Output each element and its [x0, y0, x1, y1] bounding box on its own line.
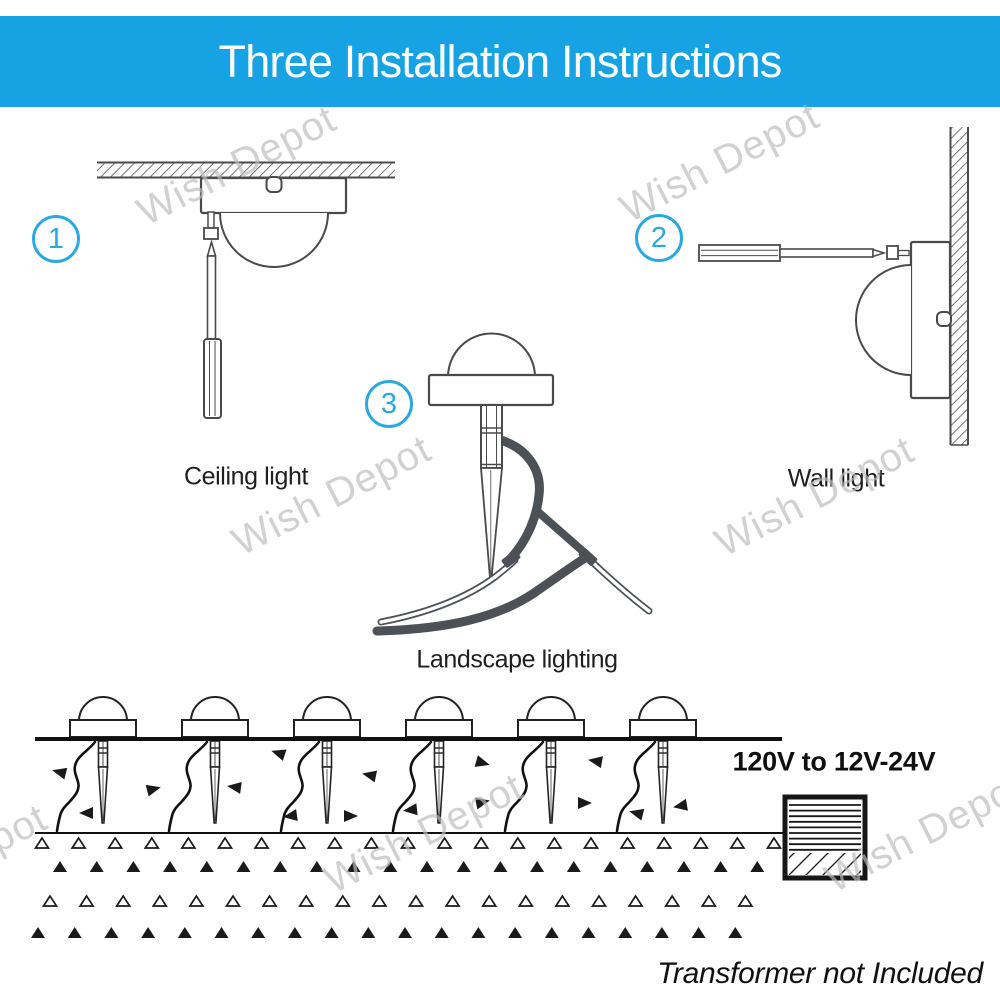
- screw: [207, 211, 215, 229]
- wall-light-label: Wall light: [787, 464, 885, 493]
- soil-arrows: [52, 749, 688, 822]
- ceiling-light-label: Ceiling light: [183, 462, 309, 491]
- ceiling-hatch: [97, 163, 395, 177]
- fixture-disc: [427, 373, 555, 407]
- voltage-label: 120V to 12V-24V: [732, 746, 936, 777]
- ground-row-diagram: [31, 695, 868, 938]
- spike-tube: [480, 404, 503, 469]
- header-banner: Three Installation Instructions: [0, 16, 1000, 107]
- transformer-icon: [782, 794, 868, 881]
- screwdriver-icon: [698, 244, 887, 262]
- wall-light-diagram: [698, 127, 969, 446]
- page-title: Three Installation Instructions: [218, 35, 783, 87]
- cables: [372, 506, 653, 636]
- landscape-lighting-label: Landscape lighting: [416, 645, 618, 674]
- step-3-number: 3: [380, 387, 398, 420]
- mounting-tab: [936, 311, 952, 327]
- fixture-dome: [855, 264, 912, 376]
- screwdriver-icon: [203, 239, 222, 419]
- soil-triangle-rows: [31, 836, 783, 938]
- spike-point: [480, 467, 503, 579]
- fixture-dome: [219, 212, 329, 268]
- mounting-tab: [265, 176, 283, 193]
- cable: [492, 434, 544, 562]
- step-2-badge: 2: [635, 214, 683, 262]
- screw-head: [886, 245, 899, 260]
- ceiling-light-diagram: [97, 161, 395, 419]
- step-1-number: 1: [47, 222, 65, 255]
- screw-head: [203, 227, 219, 240]
- wall-hatch: [951, 127, 968, 445]
- step-2-number: 2: [650, 221, 668, 254]
- landscape-light-diagram: [372, 332, 653, 636]
- transformer-note: Transformer not Included: [657, 957, 983, 990]
- step-1-badge: 1: [32, 215, 80, 263]
- fixture-dome: [447, 332, 536, 378]
- step-3-badge: 3: [365, 380, 413, 428]
